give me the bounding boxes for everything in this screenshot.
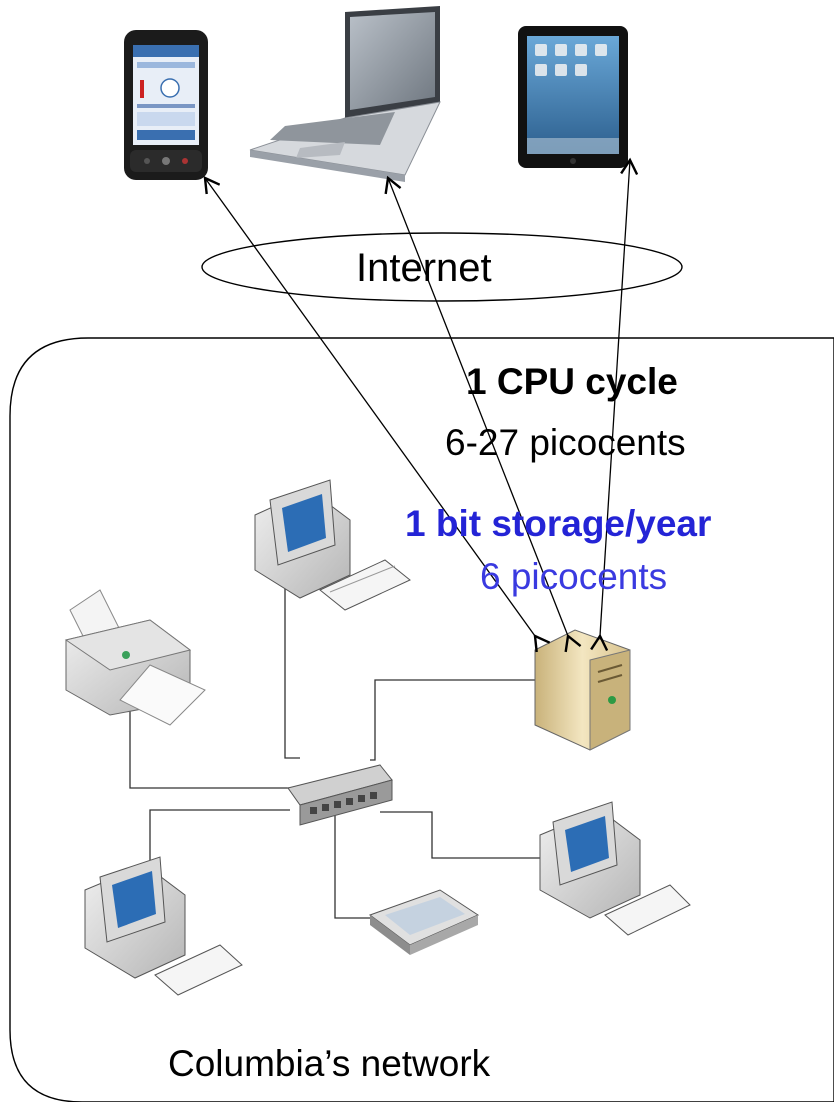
phone-icon <box>124 30 208 180</box>
arrow-laptop-server <box>388 178 568 636</box>
network-boundary <box>9 337 834 1102</box>
network-switch-icon <box>287 764 393 826</box>
arrow-tablet-server <box>600 160 630 636</box>
laptop-icon <box>249 6 441 182</box>
tablet-icon <box>518 26 628 168</box>
scanner-icon <box>368 889 480 955</box>
connection-arrows <box>205 160 630 636</box>
cpu-cycle-cost: 6-27 picocents <box>445 422 686 463</box>
network-label: Columbia’s network <box>168 1043 491 1084</box>
network-cables <box>129 578 545 919</box>
desktop-top-icon <box>254 479 411 611</box>
cpu-cycle-title: 1 CPU cycle <box>466 361 678 402</box>
server-icon <box>534 629 631 751</box>
storage-title: 1 bit storage/year <box>405 503 712 544</box>
printer-icon <box>64 589 206 726</box>
storage-cost: 6 picocents <box>480 556 668 597</box>
desktop-right-icon <box>539 801 691 936</box>
internet-label: Internet <box>356 246 492 290</box>
desktop-bottom-left-icon <box>84 856 243 996</box>
